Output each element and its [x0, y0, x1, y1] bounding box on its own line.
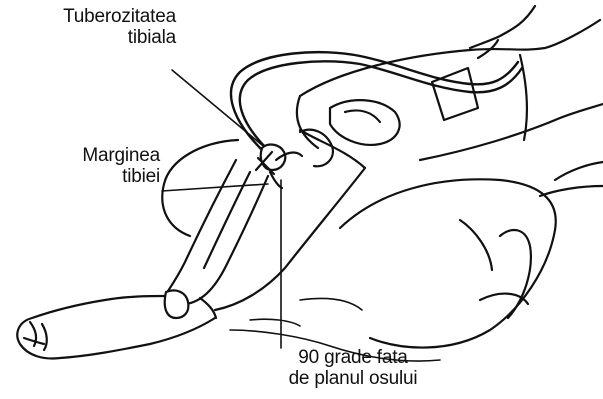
angle-note-label-line2: de planul osului: [258, 368, 448, 389]
pillow-outline: [340, 162, 603, 348]
thigh-outline: [297, 6, 603, 160]
tuberosity-label: Tuberozitatea tibiala: [26, 6, 176, 48]
foot-outline: [17, 290, 216, 358]
tibial-margin-label: Marginea tibiei: [20, 145, 160, 187]
tibial-margin-label-line2: tibiei: [20, 166, 160, 187]
tuberosity-label-line2: tibiala: [26, 27, 176, 48]
angle-note-label-line1: 90 grade fata: [258, 347, 448, 368]
margin-leader: [162, 184, 268, 191]
tibial-margin-label-line1: Marginea: [20, 145, 160, 166]
lower-leg-outline: [165, 130, 365, 310]
tuberosity-label-line1: Tuberozitatea: [26, 6, 176, 27]
angle-note-label: 90 grade fata de planul osului: [258, 347, 448, 389]
